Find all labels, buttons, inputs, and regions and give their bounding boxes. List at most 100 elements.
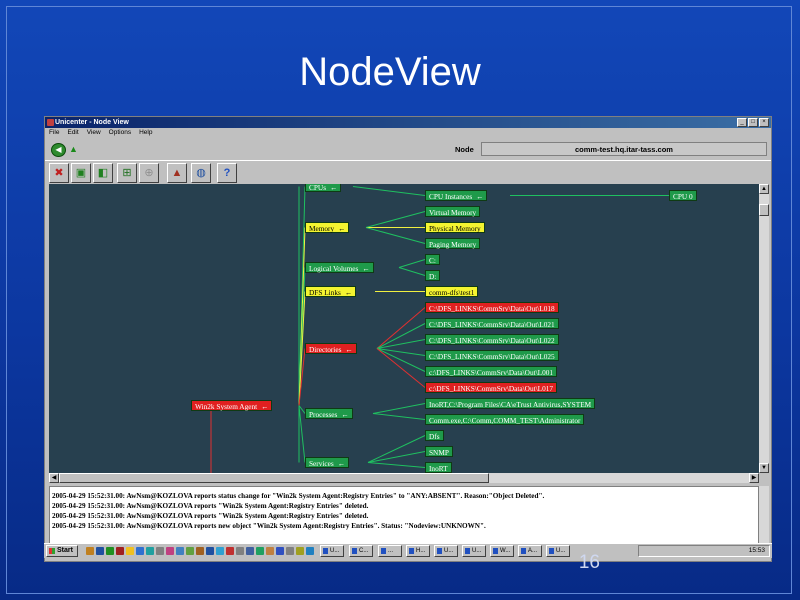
quick-launch-icon[interactable] — [236, 547, 244, 555]
app-icon — [47, 119, 54, 126]
network-icon[interactable]: ⊕ — [139, 163, 159, 183]
tree-node-category[interactable]: Services← — [305, 457, 350, 468]
tree-node-child[interactable]: Dfs — [425, 430, 444, 441]
tree-node-label: DFS Links — [309, 288, 341, 297]
tree-node-child[interactable]: c:\DFS_LINKS\CommSrv\Data\Out\L001 — [425, 366, 558, 377]
quick-launch-icon[interactable] — [146, 547, 154, 555]
tree-view-icon[interactable]: ⊞ — [117, 163, 137, 183]
tree-node-leaf[interactable]: CPU 0 — [669, 190, 697, 201]
quick-launch-icon[interactable] — [96, 547, 104, 555]
close-button[interactable]: × — [759, 118, 769, 127]
slide-frame — [6, 6, 792, 594]
quick-launch-icon[interactable] — [276, 547, 284, 555]
quick-launch-icon[interactable] — [166, 547, 174, 555]
start-button[interactable]: Start — [46, 545, 78, 557]
tree-node-child[interactable]: D: — [425, 270, 441, 281]
title-bar[interactable]: Unicenter - Node View _ □ × — [45, 117, 771, 128]
scroll-thumb[interactable] — [759, 204, 769, 216]
tree-node-child[interactable]: C:\DFS_LINKS\CommSrv\Data\Out\L022 — [425, 334, 559, 345]
maximize-button[interactable]: □ — [748, 118, 758, 127]
log-scrollbar[interactable] — [759, 486, 769, 546]
tree-node-child[interactable]: InoRT — [425, 462, 452, 473]
log-line: 2005-04-29 15:52:31.00: AwNsm@KOZLOVA re… — [52, 512, 369, 520]
quick-launch-icon[interactable] — [286, 547, 294, 555]
node-field[interactable]: comm-test.hq.itar-tass.com — [481, 142, 767, 156]
quick-launch-icon[interactable] — [206, 547, 214, 555]
minimize-button[interactable]: _ — [737, 118, 747, 127]
quick-launch-icon[interactable] — [216, 547, 224, 555]
tree-node-label: Paging Memory — [429, 240, 477, 249]
tree-node-child[interactable]: CPU Instances← — [425, 190, 488, 201]
quick-launch-icon[interactable] — [106, 547, 114, 555]
tree-node-category[interactable]: Processes← — [305, 408, 353, 419]
scroll-up-icon[interactable]: ▲ — [759, 184, 769, 194]
chart-icon[interactable]: ▲ — [167, 163, 187, 183]
up-arrow-icon[interactable]: ▲ — [69, 144, 78, 154]
tree-node-category[interactable]: Memory← — [305, 222, 350, 233]
menu-file[interactable]: File — [49, 129, 60, 136]
taskbar-button[interactable]: ... — [378, 545, 402, 557]
quick-launch-icon[interactable] — [306, 547, 314, 555]
scroll-down-icon[interactable]: ▼ — [759, 463, 769, 473]
taskbar-button[interactable]: U... — [462, 545, 486, 557]
delete-icon[interactable]: ✖ — [49, 163, 69, 183]
scroll-right-icon[interactable]: ▶ — [749, 473, 759, 483]
quick-launch-icon[interactable] — [266, 547, 274, 555]
tree-vertical-scrollbar[interactable]: ▲ ▼ — [759, 184, 769, 473]
status-icon[interactable]: ◧ — [93, 163, 113, 183]
tree-node-category[interactable]: DFS Links← — [305, 286, 357, 297]
child-link-line — [352, 186, 426, 196]
tree-node-child[interactable]: C:\DFS_LINKS\CommSrv\Data\Out\L025 — [425, 350, 559, 361]
tree-node-root[interactable]: Win2k System Agent← — [191, 400, 273, 411]
taskbar-button[interactable]: U... — [320, 545, 344, 557]
scroll-left-icon[interactable]: ◀ — [49, 473, 59, 483]
tree-node-child[interactable]: InoRT,C:\Program Files\CA\eTrust Antivir… — [425, 398, 596, 409]
tree-node-label: C:\DFS_LINKS\CommSrv\Data\Out\L022 — [429, 336, 555, 345]
taskbar-button[interactable]: U... — [434, 545, 458, 557]
taskbar-button[interactable]: W... — [490, 545, 514, 557]
tree-node-category[interactable]: CPUs← — [305, 184, 342, 192]
main-toolbar: ✖ ▣ ◧ ⊞ ⊕ ▲ ◍ ? — [45, 160, 771, 185]
taskbar-button[interactable]: U... — [546, 545, 570, 557]
quick-launch-icon[interactable] — [226, 547, 234, 555]
taskbar-button[interactable]: C... — [349, 545, 373, 557]
tree-node-label: Comm.exe,C:\Comm,COMM_TEST\Administrator — [429, 416, 581, 425]
taskbar-button[interactable]: A... — [518, 545, 542, 557]
quick-launch-icon[interactable] — [296, 547, 304, 555]
quick-launch-icon[interactable] — [136, 547, 144, 555]
quick-launch-icon[interactable] — [186, 547, 194, 555]
quick-launch-icon[interactable] — [176, 547, 184, 555]
quick-launch-icon[interactable] — [196, 547, 204, 555]
tree-node-child[interactable]: SNMP — [425, 446, 453, 457]
menu-help[interactable]: Help — [139, 129, 153, 136]
quick-launch-icon[interactable] — [126, 547, 134, 555]
quick-launch-icon[interactable] — [256, 547, 264, 555]
tree-horizontal-scrollbar[interactable]: ◀ ▶ — [49, 473, 759, 483]
tree-node-child[interactable]: Paging Memory — [425, 238, 481, 249]
menu-options[interactable]: Options — [108, 129, 132, 136]
quick-launch-icon[interactable] — [156, 547, 164, 555]
tree-node-child[interactable]: c:\DFS_LINKS\CommSrv\Data\Out\L017 — [425, 382, 558, 393]
tree-node-child[interactable]: C: — [425, 254, 440, 265]
node-tree-view[interactable]: Win2k System Agent← CPUs← Memory← Logical V… — [49, 184, 759, 473]
globe-icon[interactable]: ◍ — [191, 163, 211, 183]
menu-edit[interactable]: Edit — [67, 129, 79, 136]
horizontal-scroll-thumb[interactable] — [59, 473, 489, 483]
tree-node-child[interactable]: C:\DFS_LINKS\CommSrv\Data\Out\L018 — [425, 302, 559, 313]
tree-node-category[interactable]: Logical Volumes← — [305, 262, 374, 273]
taskbar-button[interactable]: H... — [406, 545, 430, 557]
tree-node-child[interactable]: C:\DFS_LINKS\CommSrv\Data\Out\L021 — [425, 318, 559, 329]
child-link-line — [372, 403, 426, 414]
quick-launch-icon[interactable] — [86, 547, 94, 555]
tree-node-child[interactable]: comm-dfs\test1 — [425, 286, 479, 297]
tree-node-child[interactable]: Physical Memory — [425, 222, 485, 233]
quick-launch-icon[interactable] — [246, 547, 254, 555]
quick-launch-icon[interactable] — [116, 547, 124, 555]
tree-node-child[interactable]: Virtual Memory — [425, 206, 481, 217]
help-icon[interactable]: ? — [217, 163, 237, 183]
agent-icon[interactable]: ▣ — [71, 163, 91, 183]
menu-view[interactable]: View — [86, 129, 101, 136]
back-icon[interactable]: ◀ — [51, 143, 66, 157]
tree-node-child[interactable]: Comm.exe,C:\Comm,COMM_TEST\Administrator — [425, 414, 585, 425]
tree-node-category[interactable]: Directories← — [305, 343, 357, 354]
